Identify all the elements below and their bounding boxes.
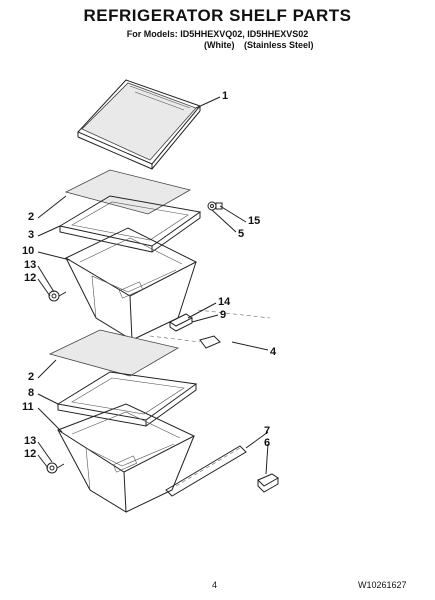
- lower-slide-clip: [257, 473, 279, 493]
- callout-12-lower: 12: [24, 448, 37, 460]
- upper-crisper-drawer: [64, 227, 198, 341]
- callout-7: 7: [264, 425, 271, 437]
- callout-1: 1: [222, 90, 229, 102]
- callout-14: 14: [218, 296, 231, 308]
- lower-drawer-rail: [165, 445, 247, 497]
- variant-white: (White): [204, 40, 235, 50]
- callout-5: 5: [238, 228, 245, 240]
- lower-shelf-frame: [56, 371, 198, 427]
- page-title: REFRIGERATOR SHELF PARTS: [83, 6, 352, 25]
- lower-glass-insert: [48, 329, 180, 377]
- upper-drawer-rail: [149, 309, 271, 349]
- upper-screw-left: [48, 290, 67, 302]
- callout-3: 3: [28, 229, 35, 241]
- document-number: W10261627: [358, 580, 407, 590]
- drawer-slide-clip: [169, 313, 193, 332]
- callout-13-lower: 13: [24, 435, 37, 447]
- upper-glass-insert: [64, 169, 192, 215]
- callout-2-lower: 2: [28, 371, 35, 383]
- models-line: For Models: ID5HHEXVQ02, ID5HHEXVS02: [126, 29, 309, 39]
- lower-screw-left: [46, 462, 65, 474]
- variant-stainless: (Stainless Steel): [244, 40, 314, 50]
- callout-10: 10: [22, 245, 35, 257]
- callout-12-upper: 12: [24, 272, 37, 284]
- top-glass-shelf: [77, 79, 201, 170]
- leader-lines: [37, 96, 269, 475]
- callout-15: 15: [248, 215, 261, 227]
- callout-6: 6: [264, 437, 271, 449]
- callout-11: 11: [22, 401, 34, 413]
- callout-2-upper: 2: [28, 211, 35, 223]
- callout-13-upper: 13: [24, 259, 37, 271]
- page-number: 4: [212, 580, 218, 590]
- callout-4: 4: [270, 346, 277, 358]
- lower-crisper-drawer: [56, 403, 196, 513]
- upper-screw-right: [207, 201, 223, 211]
- callout-9: 9: [220, 309, 227, 321]
- callout-8: 8: [28, 387, 35, 399]
